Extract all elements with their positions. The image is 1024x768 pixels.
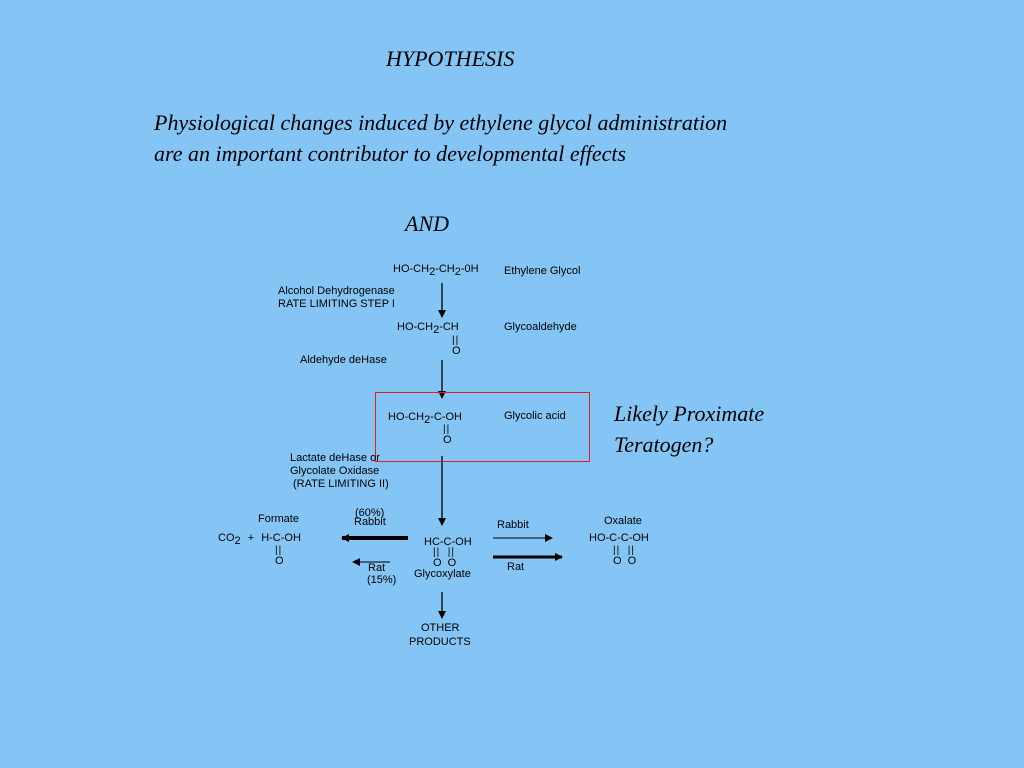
- oxalate-double-bonds: || ||: [613, 545, 635, 556]
- teratogen-note-line-2: Teratogen?: [614, 432, 714, 457]
- formate-oxygen: O: [275, 555, 284, 567]
- ethylene-glycol-formula: HO-CH2-CH2-0H: [393, 263, 479, 278]
- glycoaldehyde-oxygen: O: [452, 345, 461, 357]
- oxalate-label: Oxalate: [604, 515, 642, 527]
- step3-enzyme-line-1: Lactate deHase or: [290, 452, 380, 464]
- glycoxylate-double-bonds: || ||: [433, 547, 455, 558]
- step1-note: RATE LIMITING STEP I: [278, 298, 395, 310]
- glycoaldehyde-label: Glycoaldehyde: [504, 321, 577, 333]
- other-products-line-2: PRODUCTS: [409, 636, 471, 648]
- other-products-line-1: OTHER: [421, 622, 460, 634]
- conjunction-and: AND: [405, 211, 449, 236]
- rabbit-left-label: Rabbit: [354, 516, 386, 528]
- glycoxylate-oxygens: O O: [433, 557, 457, 569]
- step3-enzyme-line-2: Glycolate Oxidase: [290, 465, 380, 477]
- teratogen-note-line-1: Likely Proximate: [614, 401, 765, 426]
- glycoxylate-label: Glycoxylate: [414, 568, 471, 580]
- rabbit-percent: (60%): [355, 507, 385, 519]
- glycolic-acid-formula: HO-CH2-C-OH: [388, 411, 462, 426]
- rabbit-right-label: Rabbit: [497, 519, 529, 531]
- glycolic-acid-label: Glycolic acid: [504, 410, 566, 422]
- rat-left-label: Rat: [368, 562, 386, 574]
- rat-percent: (15%): [367, 574, 397, 586]
- step1-enzyme: Alcohol Dehydrogenase: [278, 285, 395, 297]
- glycoxylate-formula: HC-C-OH: [424, 536, 472, 548]
- rat-right-label: Rat: [507, 561, 525, 573]
- hypothesis-line-2: are an important contributor to developm…: [154, 141, 627, 166]
- oxalate-oxygens: O O: [613, 555, 637, 567]
- step3-note: (RATE LIMITING II): [293, 478, 389, 490]
- glycolic-acid-highlight-box: [375, 392, 590, 462]
- ethylene-glycol-label: Ethylene Glycol: [504, 265, 581, 277]
- glycolic-acid-double-bond: ||: [443, 424, 451, 435]
- formate-products: CO2 + H-C-OH: [218, 532, 301, 547]
- glycoaldehyde-formula: HO-CH2-CH: [397, 321, 459, 336]
- oxalate-formula: HO-C-C-OH: [589, 532, 649, 544]
- step2-enzyme: Aldehyde deHase: [300, 354, 387, 366]
- hypothesis-line-1: Physiological changes induced by ethylen…: [154, 110, 728, 135]
- slide-heading: HYPOTHESIS: [386, 46, 515, 71]
- formate-label: Formate: [258, 513, 299, 525]
- formate-double-bond: ||: [275, 545, 283, 556]
- glycolic-acid-oxygen: O: [443, 434, 452, 446]
- glycoaldehyde-double-bond: ||: [452, 335, 460, 346]
